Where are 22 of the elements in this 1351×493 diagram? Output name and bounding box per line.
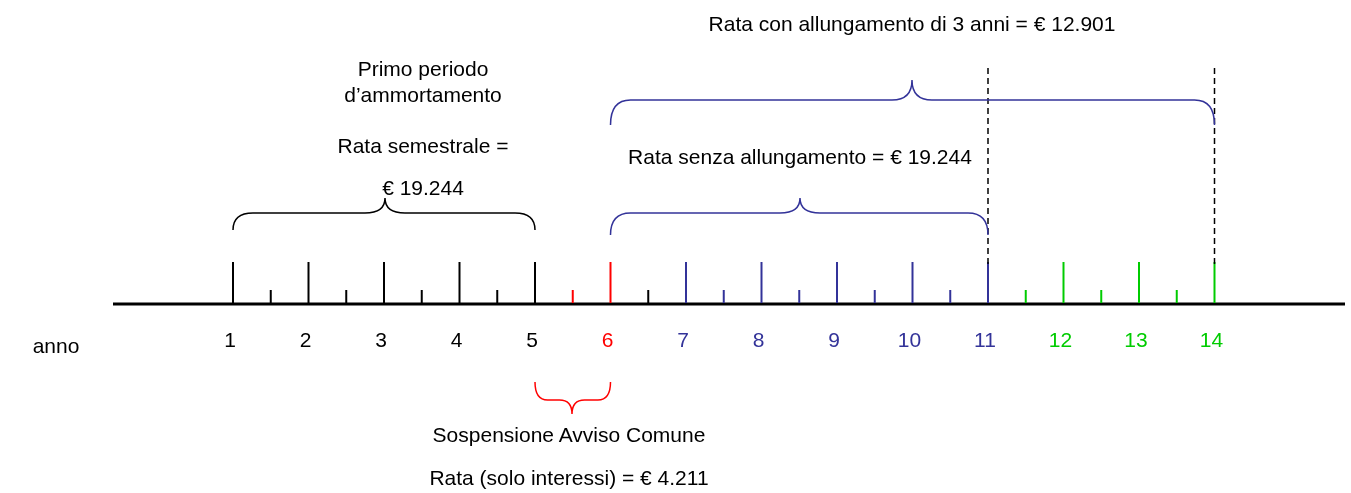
year-number: 12 <box>1047 327 1074 353</box>
year-number: 1 <box>223 327 237 353</box>
year-number: 11 <box>973 327 997 353</box>
heading-text: Rata con allungamento di 3 anni = € 12.901 <box>707 11 1117 37</box>
year-number: 10 <box>896 327 923 353</box>
year-number: 9 <box>827 327 841 353</box>
year-number: 7 <box>676 327 690 353</box>
rate-value: € 19.244 <box>381 175 465 201</box>
rate-label: Rata (solo interessi) = € 4.211 <box>428 465 710 491</box>
year-number: 8 <box>751 327 766 353</box>
year-number: 3 <box>374 327 388 353</box>
year-number: 13 <box>1123 327 1149 353</box>
axis-label: anno <box>31 333 81 359</box>
suspension-label: Sospensione Avviso Comune <box>431 422 707 448</box>
rate-label: Rata semestrale = <box>336 133 510 159</box>
year-number: 2 <box>298 327 313 353</box>
year-number: 6 <box>600 327 615 353</box>
year-number: 4 <box>449 327 464 353</box>
year-number: 5 <box>525 327 539 353</box>
year-number: 14 <box>1198 327 1225 353</box>
rate-label: Rata senza allungamento = € 19.244 <box>627 144 973 170</box>
period-label: Primo periodo d’ammortamento <box>343 56 503 108</box>
